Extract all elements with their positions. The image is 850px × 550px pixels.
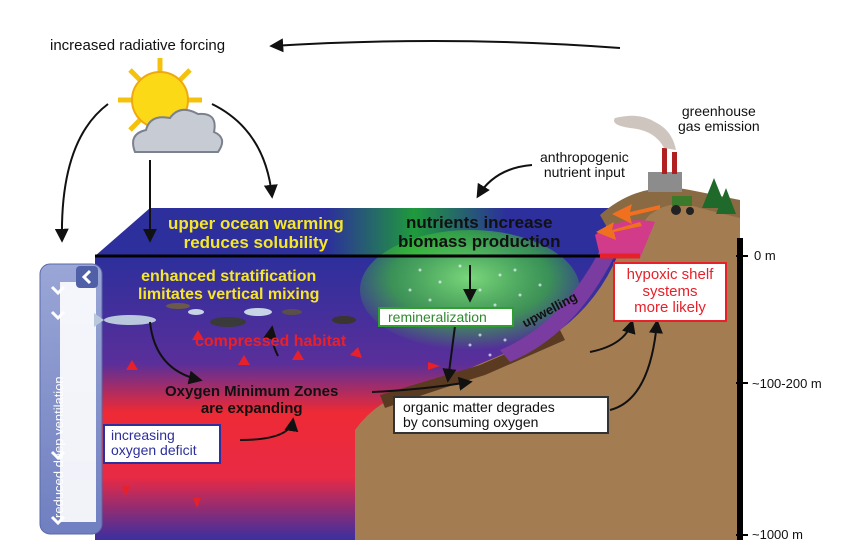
organic-matter-box: organic matter degrades by consuming oxy… [393, 396, 609, 434]
label-hypoxic-line1: hypoxic shelf [626, 266, 714, 283]
particle-dots [408, 264, 542, 367]
label-depth-1000m: ~1000 m [752, 527, 803, 542]
fish-icons [94, 303, 356, 327]
flow-arrows [54, 38, 663, 441]
label-reduced-ventilation: reduced deep ventilation [51, 376, 66, 518]
label-omz-line1: Oxygen Minimum Zones [165, 383, 339, 400]
label-deficit-line2: oxygen deficit [111, 442, 197, 459]
label-nutrients-line2: biomass production [398, 231, 561, 251]
oxygen-deficit-box: increasing oxygen deficit [103, 424, 221, 464]
label-remineralization: remineralization [388, 309, 487, 325]
ventilation-chevrons [50, 285, 66, 526]
chevron-left-icon [81, 269, 92, 285]
label-organic-matter: organic matter degrades by consuming oxy… [403, 399, 555, 431]
tree-icons [702, 178, 736, 214]
label-stratification-line1: enhanced stratification [141, 268, 317, 285]
label-stratification-line2: limitates vertical mixing [138, 285, 320, 303]
label-depth-100-200m: ~100-200 m [752, 376, 822, 391]
label-hypoxic-shelf: hypoxic shelf systems more likely [615, 266, 725, 317]
label-depth-0m: 0 m [754, 248, 776, 263]
label-organic-line1: organic matter degrades [403, 399, 555, 415]
tractor-icon [671, 196, 694, 215]
label-deficit-line1: increasing [111, 427, 175, 443]
label-anthropogenic-line2: nutrient input [543, 164, 625, 181]
label-hypoxic-line2: systems [642, 282, 698, 300]
label-oxygen-deficit: increasing oxygen deficit [111, 427, 197, 459]
runoff-arrows [596, 204, 660, 240]
cloud-icon [132, 108, 224, 153]
label-greenhouse: greenhouse gas emission [678, 103, 760, 135]
label-warming-line1: upper ocean warming [168, 214, 344, 233]
upwelling-band [500, 250, 615, 362]
label-organic-line2: by consuming oxygen [403, 414, 539, 431]
label-omz-line2: are expanding [200, 399, 303, 417]
hypoxic-shelf-box: hypoxic shelf systems more likely [613, 262, 727, 322]
label-greenhouse-line1: greenhouse [681, 103, 756, 119]
factory-icon [648, 148, 682, 192]
label-compressed-habitat: compressed habitat [195, 333, 347, 350]
label-radiative-forcing: increased radiative forcing [50, 37, 226, 54]
label-upper-ocean-warming: upper ocean warming reduces solubility [168, 214, 344, 252]
label-anthropogenic: anthropogenic nutrient input [540, 149, 629, 181]
remineralization-box: remineralization [378, 307, 514, 327]
label-warming-line2: reduces solubility [183, 232, 329, 252]
label-anthropogenic-line1: anthropogenic [540, 149, 629, 165]
label-stratification: enhanced stratification limitates vertic… [138, 268, 319, 303]
label-omz: Oxygen Minimum Zones are expanding [165, 383, 339, 417]
label-hypoxic-line3: more likely [634, 299, 706, 316]
label-nutrients-increase: nutrients increase biomass production [398, 213, 561, 251]
label-nutrients-line1: nutrients increase [406, 213, 553, 232]
smoke-plume [614, 115, 676, 150]
label-greenhouse-line2: gas emission [678, 118, 760, 135]
small-red-arrows [122, 330, 440, 508]
